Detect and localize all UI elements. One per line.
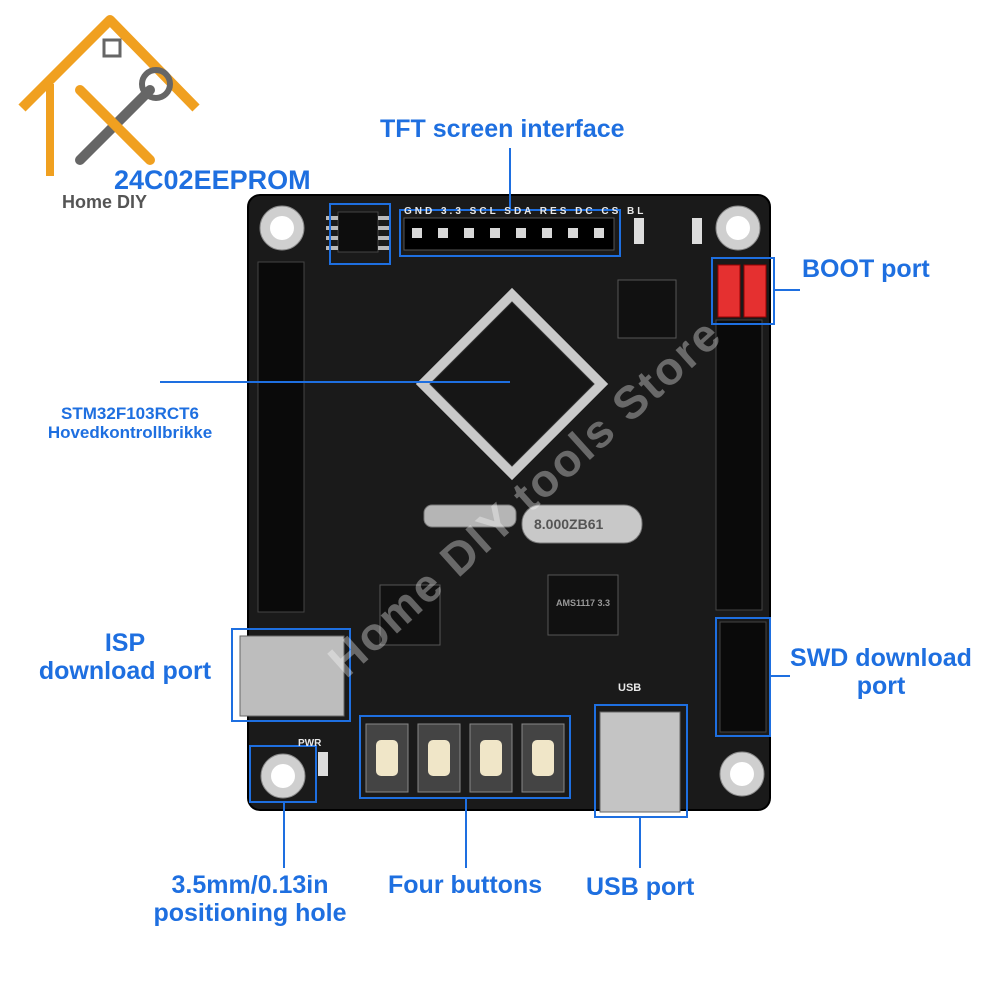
eeprom-label: 24C02EEPROM bbox=[114, 165, 311, 195]
isp-highlight-box bbox=[231, 628, 351, 722]
buttons-label: Four buttons bbox=[388, 871, 543, 899]
eeprom-chip bbox=[337, 211, 379, 253]
boot-label: BOOT port bbox=[802, 255, 930, 283]
eeprom-highlight-box bbox=[329, 203, 391, 265]
isp-label-line2: download port bbox=[38, 656, 212, 685]
regulator-marking: AMS1117 3.3 bbox=[556, 598, 611, 608]
tft-header bbox=[403, 217, 615, 251]
mounting-hole-bottom-left bbox=[260, 753, 306, 799]
hole-label-line2: positioning hole bbox=[153, 898, 347, 927]
hole-label: 3.5mm/0.13in positioning hole bbox=[120, 871, 380, 927]
crystal-y2 bbox=[423, 504, 517, 528]
mounting-hole-bottom-right bbox=[719, 751, 765, 797]
right-pin-header bbox=[715, 319, 763, 611]
voltage-regulator bbox=[547, 574, 619, 636]
mounting-hole-top-left bbox=[259, 205, 305, 251]
button-3 bbox=[469, 723, 513, 793]
usb-label: USB port bbox=[586, 873, 695, 901]
led-power bbox=[318, 752, 328, 776]
button-1 bbox=[365, 723, 409, 793]
led-2 bbox=[692, 218, 702, 244]
led-1 bbox=[634, 218, 644, 244]
swd-label-line2: port bbox=[856, 671, 906, 700]
button-4 bbox=[521, 723, 565, 793]
swd-pin-header bbox=[719, 621, 767, 733]
isp-mini-usb-connector bbox=[239, 635, 345, 717]
isp-label-line1: ISP bbox=[104, 629, 146, 657]
logo-text: Home DIY bbox=[62, 192, 148, 212]
mcu-chip bbox=[415, 287, 609, 481]
tft-header-pin-labels: GND 3.3 SCL SDA RES DC CS BL bbox=[404, 206, 647, 217]
usb-connector bbox=[599, 711, 681, 813]
pwr-silk-label: PWR bbox=[298, 738, 322, 749]
swd-label-line1: SWD download bbox=[790, 644, 972, 672]
flash-chip bbox=[617, 279, 677, 339]
tft-label: TFT screen interface bbox=[380, 115, 625, 143]
mounting-hole-top-right bbox=[715, 205, 761, 251]
left-pin-header bbox=[257, 261, 305, 613]
usb-silk-label: USB bbox=[618, 682, 642, 694]
boot-jumper-1 bbox=[717, 264, 741, 318]
boot-jumper-2 bbox=[743, 264, 767, 318]
isp-label: ISP download port bbox=[20, 629, 230, 685]
home-diy-logo-icon bbox=[18, 15, 200, 176]
button-2 bbox=[417, 723, 461, 793]
mcu-label-line2: Hovedkontrollbrikke bbox=[47, 422, 213, 442]
hole-label-line1: 3.5mm/0.13in bbox=[171, 871, 329, 899]
swd-label: SWD download port bbox=[776, 644, 986, 700]
mcu-label: STM32F103RCT6 Hovedkontrollbrikke bbox=[30, 404, 230, 442]
mcu-label-line1: STM32F103RCT6 bbox=[61, 404, 199, 423]
crystal bbox=[521, 504, 643, 544]
usb-serial-chip bbox=[379, 584, 441, 646]
crystal-marking: 8.000ZB61 bbox=[534, 516, 604, 532]
